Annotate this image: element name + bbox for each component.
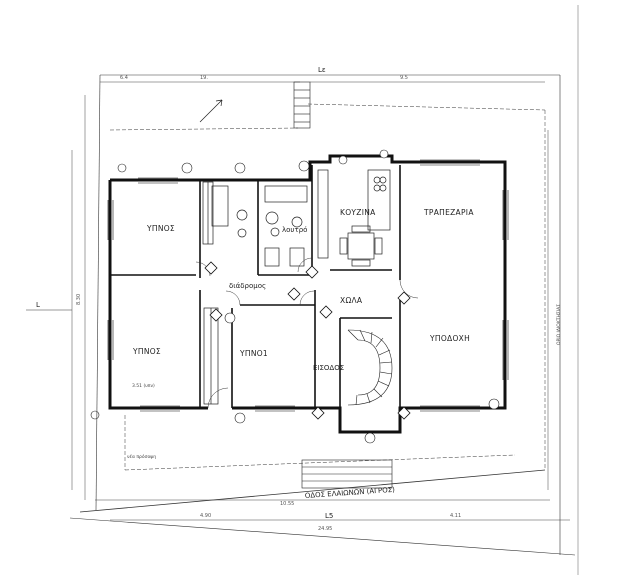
wardrobes xyxy=(202,181,219,405)
exterior-walls xyxy=(108,154,507,434)
dim-bottom-mid: 4.90 xyxy=(200,513,211,519)
room-label-corridor: διάδρομος xyxy=(229,282,266,290)
room-label-bedroom-top: ΥΠΝΟΣ xyxy=(146,224,175,233)
room-label-bath: λουτρό xyxy=(282,226,307,234)
dim-top-left: 6.4 xyxy=(120,75,128,81)
interior-walls xyxy=(110,165,401,408)
dimension-lines xyxy=(71,81,570,521)
plot-boundary xyxy=(26,5,579,575)
room-label-hall: ΧΩΛΑ xyxy=(340,296,363,305)
room-label-bedroom-left: ΥΠΝΟΣ xyxy=(132,347,161,356)
side-boundary-label: ΟΡΙΟ ΙΔΙΟΚΤΗΣΙΑΣ xyxy=(556,304,562,345)
section-marker-left-text: L xyxy=(36,301,40,309)
circle-markers xyxy=(181,149,500,444)
section-marker-bottom: L5 xyxy=(325,512,333,520)
north-arrow-icon xyxy=(199,99,223,123)
dim-overall-height: 8.30 xyxy=(76,294,82,305)
area-left-note: 3.51 (υπν) xyxy=(132,383,155,389)
dim-bottom-right: 4.11 xyxy=(450,513,461,519)
kitchen-fixtures xyxy=(339,169,391,267)
room-label-kitchen: ΚΟΥΖΙΝΑ xyxy=(340,208,376,217)
section-marker-left: L xyxy=(36,301,40,309)
column-markers xyxy=(204,261,411,420)
tree-icon xyxy=(90,163,127,420)
room-label-bedroom-mid: ΥΠΝΟ1 xyxy=(239,349,268,358)
level-marker-top: Lε xyxy=(318,66,326,74)
dim-bottom-sub: 10.55 xyxy=(280,501,294,507)
dim-bottom-total: 24.95 xyxy=(318,526,332,532)
dim-top-total: 19. xyxy=(200,75,208,81)
staircase xyxy=(293,81,393,489)
windows xyxy=(107,159,509,412)
room-label-living: ΥΠΟΔΟΧΗ xyxy=(429,334,470,343)
bottom-note: νέα πρόσοψη xyxy=(127,453,156,460)
dim-top-right: 9.5 xyxy=(400,75,408,81)
bathroom-fixtures xyxy=(211,169,329,267)
room-label-dining: ΤΡΑΠΕΖΑΡΙΑ xyxy=(423,208,474,217)
room-label-entrance: ΕΙΣΟΔΟΣ xyxy=(313,364,344,372)
